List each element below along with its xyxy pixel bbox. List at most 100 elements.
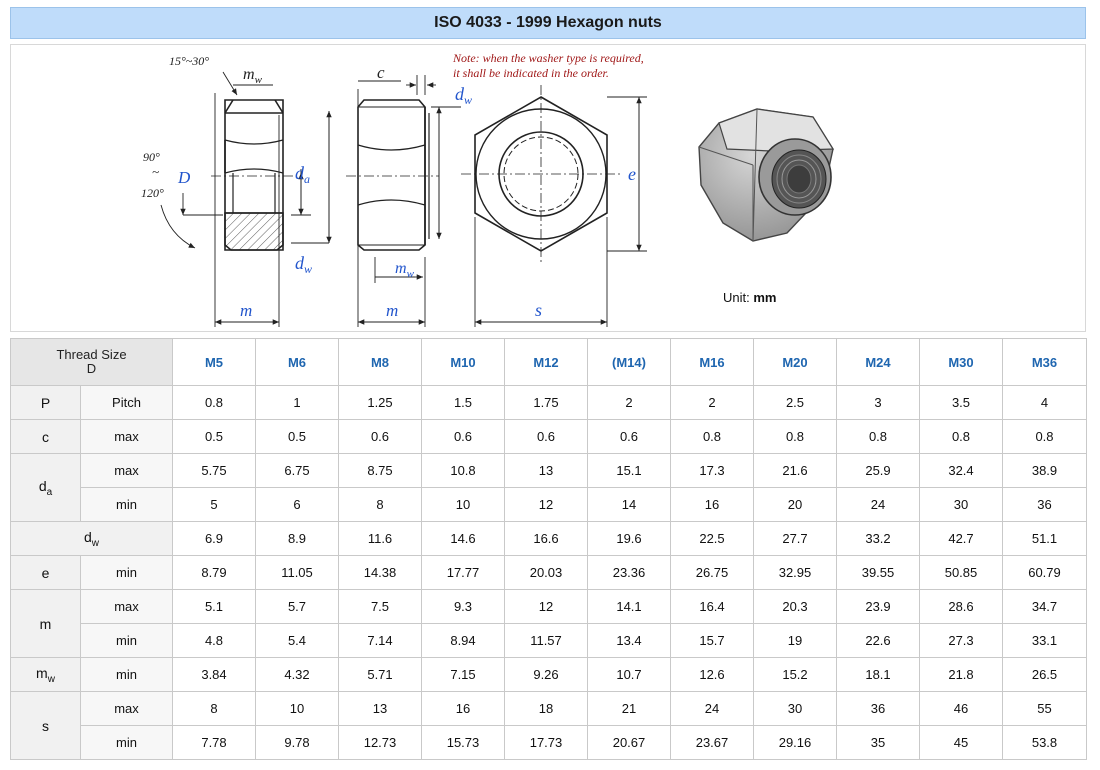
seat-angle-sep-label: ~ (152, 164, 159, 179)
size-header: M5 (172, 338, 256, 386)
table-cell: 10.8 (421, 453, 505, 488)
table-cell: 21.8 (919, 657, 1003, 692)
table-cell: 14 (587, 487, 671, 522)
table-cell: 33.1 (1002, 623, 1087, 658)
thread-size-header: Thread Size D (10, 338, 173, 386)
seat-angle-top-label: 90° (143, 150, 160, 164)
unit-label: Unit: mm (723, 290, 776, 305)
table-cell: 1.75 (504, 385, 588, 420)
table-cell: 35 (836, 725, 920, 760)
table-cell: 8 (338, 487, 422, 522)
table-cell: 15.1 (587, 453, 671, 488)
table-cell: 0.8 (1002, 419, 1087, 454)
table-cell: 10 (255, 691, 339, 726)
table-cell: 32.4 (919, 453, 1003, 488)
table-cell: 17.3 (670, 453, 754, 488)
top-view (461, 85, 621, 265)
table-cell: 4.32 (255, 657, 339, 692)
table-cell: 1.5 (421, 385, 505, 420)
row-symbol: c (10, 419, 81, 454)
table-cell: 24 (836, 487, 920, 522)
m-label-view1: m (240, 301, 252, 320)
row-qualifier: Pitch (80, 385, 173, 420)
table-cell: 30 (919, 487, 1003, 522)
table-cell: 7.14 (338, 623, 422, 658)
table-cell: 33.2 (836, 521, 920, 556)
table-cell: 23.67 (670, 725, 754, 760)
row-qualifier: max (80, 453, 173, 488)
table-cell: 8.79 (172, 555, 256, 590)
table-cell: 0.5 (172, 419, 256, 454)
table-cell: 32.95 (753, 555, 837, 590)
size-header: M24 (836, 338, 920, 386)
table-cell: 5.75 (172, 453, 256, 488)
table-cell: 16.6 (504, 521, 588, 556)
table-cell: 0.6 (421, 419, 505, 454)
nut-3d-render (698, 108, 835, 242)
table-cell: 50.85 (919, 555, 1003, 590)
size-header: M16 (670, 338, 754, 386)
table-cell: 22.5 (670, 521, 754, 556)
row-symbol: mw (10, 657, 81, 692)
table-cell: 29.16 (753, 725, 837, 760)
side-section-view (211, 99, 297, 251)
table-cell: 11.6 (338, 521, 422, 556)
s-label: s (535, 300, 542, 320)
table-cell: 4 (1002, 385, 1087, 420)
table-cell: 19.6 (587, 521, 671, 556)
row-symbol: P (10, 385, 81, 420)
row-symbol: da (10, 453, 81, 522)
row-qualifier: max (80, 589, 173, 624)
table-cell: 5.1 (172, 589, 256, 624)
table-cell: 51.1 (1002, 521, 1087, 556)
table-cell: 9.3 (421, 589, 505, 624)
washer-note: Note: when the washer type is required, … (453, 51, 644, 81)
top-view-dimensions (474, 96, 647, 327)
seat-angle-bottom-label: 120° (141, 186, 164, 200)
row-symbol: m (10, 589, 81, 658)
table-cell: 16.4 (670, 589, 754, 624)
table-cell: 7.5 (338, 589, 422, 624)
table-cell: 0.6 (587, 419, 671, 454)
table-cell: 21 (587, 691, 671, 726)
table-cell: 18 (504, 691, 588, 726)
table-cell: 39.55 (836, 555, 920, 590)
table-cell: 5.7 (255, 589, 339, 624)
table-cell: 2 (670, 385, 754, 420)
page-title: ISO 4033 - 1999 Hexagon nuts (10, 7, 1086, 39)
row-symbol: s (10, 691, 81, 760)
table-cell: 17.73 (504, 725, 588, 760)
table-cell: 23.36 (587, 555, 671, 590)
table-cell: 9.78 (255, 725, 339, 760)
header-row: Thread Size D M5 M6 M8 M10 M12 (M14) M16… (10, 338, 1087, 386)
m-w-label-view1: mw (243, 66, 263, 86)
table-cell: 1.25 (338, 385, 422, 420)
table-cell: 3.84 (172, 657, 256, 692)
table-cell: 25.9 (836, 453, 920, 488)
table-cell: 24 (670, 691, 754, 726)
unit-caption: Unit: (723, 290, 750, 305)
table-cell: 12 (504, 487, 588, 522)
side-elevation-dimensions (357, 75, 461, 327)
table-cell: 26.5 (1002, 657, 1087, 692)
table-cell: 36 (836, 691, 920, 726)
table-cell: 30 (753, 691, 837, 726)
drawing-panel: 15°~30° mw 90° ~ 120° D da dw m (10, 44, 1086, 332)
table-cell: 18.1 (836, 657, 920, 692)
table-cell: 26.75 (670, 555, 754, 590)
table-cell: 22.6 (836, 623, 920, 658)
washer-note-line2: it shall be indicated in the order. (453, 66, 609, 80)
row-symbol: dw (10, 521, 173, 556)
d-w-label-view1: dw (295, 253, 312, 276)
d-a-label: da (295, 163, 310, 186)
table-cell: 5 (172, 487, 256, 522)
table-cell: 3 (836, 385, 920, 420)
size-header: M20 (753, 338, 837, 386)
table-cell: 16 (421, 691, 505, 726)
